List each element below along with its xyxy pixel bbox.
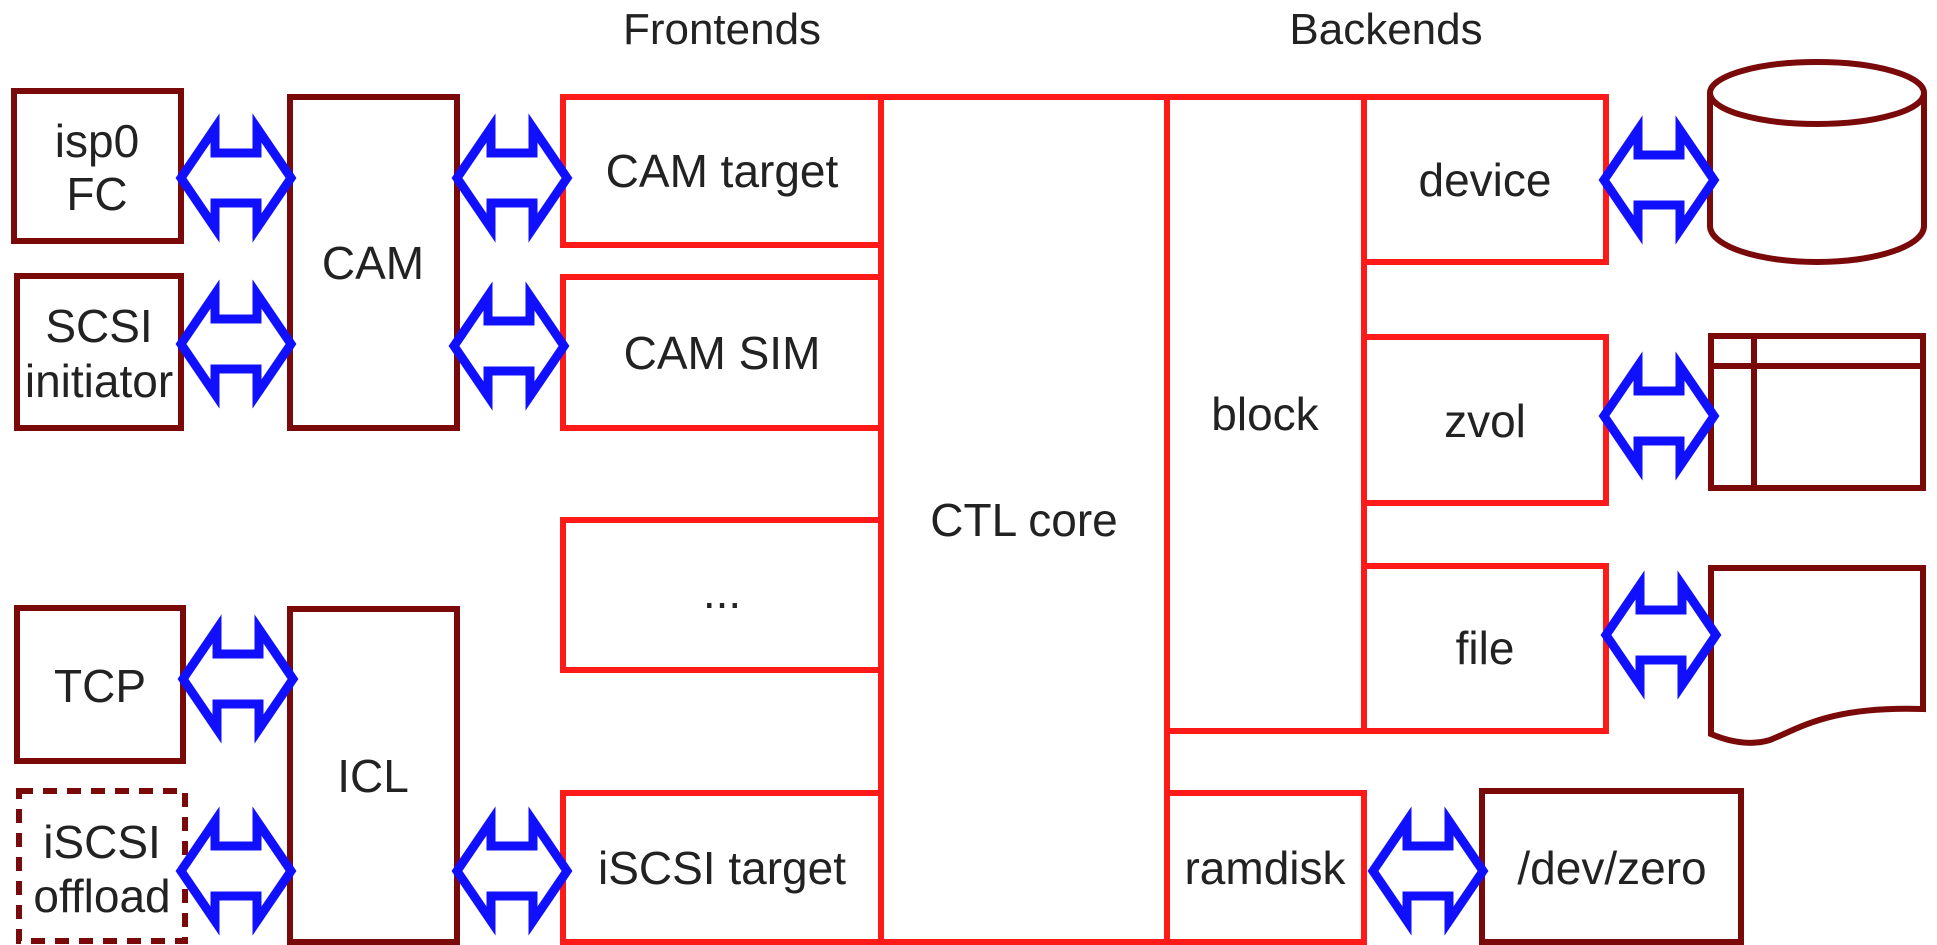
cam-sim-box: CAM SIM [560,274,884,431]
ramdisk-box: ramdisk [1164,790,1367,945]
isp0-cam-arrow [181,128,291,228]
tcp-label: TCP [54,660,146,712]
tcp-icl-arrow [183,629,293,729]
icl-box: ICL [287,606,460,945]
ramdisk-devzero-arrow [1373,821,1483,921]
file-box: file [1361,563,1609,734]
table-grid-icon [1708,333,1926,491]
iscsi-offload-offload-label: offload [33,870,170,922]
cam-camtarget-arrow [457,128,567,228]
ellipsis-label: ... [703,566,741,618]
iscsi-offload-box: iSCSI offload [16,788,188,944]
iscsi-target-label: iSCSI target [598,842,846,894]
scsi-label: SCSI [45,300,152,352]
ellipsis-frontend-box: ... [560,517,884,673]
scsi-cam-arrow [181,294,291,394]
device-label: device [1419,154,1552,206]
block-box: block [1164,94,1367,734]
zvol-box: zvol [1361,334,1609,506]
cam-camsim-arrow [454,296,564,396]
icl-iscsitarget-arrow [457,821,567,921]
file-label: file [1456,622,1515,674]
dev-zero-label: /dev/zero [1517,842,1706,894]
ctl-core-label: CTL core [930,494,1117,546]
backends-header: Backends [1289,5,1482,54]
isp0-label: isp0 [55,115,139,167]
scsi-initiator-box: SCSI initiator [14,273,184,431]
zvol-table-arrow [1604,366,1714,466]
isp0-fc-box: isp0 FC [11,88,184,244]
ramdisk-label: ramdisk [1184,842,1346,894]
ctl-core-box: CTL core [878,94,1170,945]
document-page-icon [1708,565,1926,746]
dev-zero-box: /dev/zero [1479,788,1744,945]
iscsi-target-box: iSCSI target [560,790,884,945]
iscsi-offload-iscsi-label: iSCSI [43,816,161,868]
initiator-label: initiator [25,355,173,407]
iscsi-offload-icl-arrow [181,821,291,921]
cam-target-label: CAM target [606,145,839,197]
cam-label: CAM [322,237,424,289]
cylinder-disk-icon [1707,59,1927,265]
cam-box: CAM [287,94,460,431]
file-document-arrow [1606,585,1716,685]
block-label: block [1211,388,1319,440]
fc-label: FC [66,168,127,220]
zvol-label: zvol [1444,395,1526,447]
frontends-header: Frontends [623,5,821,54]
cam-target-box: CAM target [560,94,884,248]
device-disk-arrow [1604,130,1714,230]
device-box: device [1361,94,1609,265]
tcp-box: TCP [14,605,186,764]
cam-sim-label: CAM SIM [624,327,821,379]
icl-label: ICL [337,750,409,802]
